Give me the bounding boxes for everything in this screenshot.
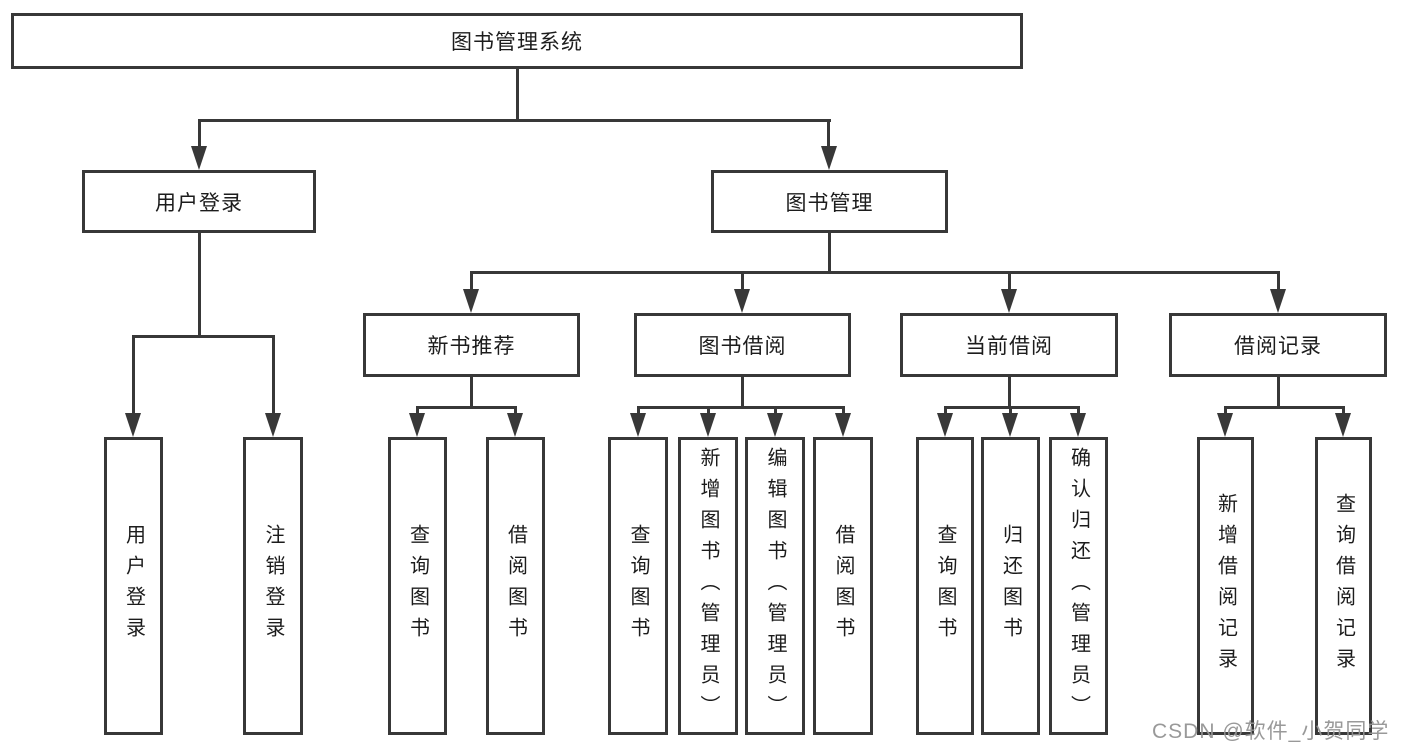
- leaf-label: 编辑图书（管理员）: [764, 446, 786, 726]
- leaf-label: 新增借阅记录: [1214, 493, 1237, 679]
- connector-line: [416, 406, 419, 415]
- leaf-label: 注销登录: [262, 524, 284, 648]
- connector-line: [132, 335, 275, 338]
- connector-line: [1224, 406, 1227, 415]
- connector-line: [1224, 406, 1345, 409]
- leaf-logout: 注销登录: [243, 437, 303, 735]
- connector-line: [470, 271, 1280, 274]
- connector-line: [944, 406, 947, 415]
- node-borrow-records: 借阅记录: [1169, 313, 1387, 377]
- leaf-add-books-admin: 新增图书（管理员）: [678, 437, 738, 735]
- connector-line: [132, 335, 135, 415]
- connector-line: [1008, 377, 1011, 409]
- arrowhead-down-icon: [767, 413, 783, 437]
- leaf-borrow-books-1: 借阅图书: [486, 437, 545, 735]
- leaf-query-books-3: 查询图书: [916, 437, 974, 735]
- connector-line: [707, 406, 710, 415]
- connector-line: [1077, 406, 1080, 415]
- arrowhead-down-icon: [1335, 413, 1351, 437]
- arrowhead-down-icon: [125, 413, 141, 437]
- connector-line: [774, 406, 777, 415]
- leaf-borrow-books-2: 借阅图书: [813, 437, 873, 735]
- leaf-label: 确认归还（管理员）: [1067, 446, 1090, 726]
- leaf-confirm-return-admin: 确认归还（管理员）: [1049, 437, 1108, 735]
- csdn-watermark: CSDN @软件_小贺同学: [1152, 720, 1390, 743]
- arrowhead-down-icon: [191, 146, 207, 170]
- leaf-label: 新增图书（管理员）: [697, 446, 719, 726]
- node-label: 当前借阅: [965, 335, 1053, 358]
- connector-line: [944, 406, 1080, 409]
- arrowhead-down-icon: [1070, 413, 1086, 437]
- connector-line: [470, 271, 473, 293]
- connector-line: [1342, 406, 1345, 415]
- arrowhead-down-icon: [835, 413, 851, 437]
- connector-line: [637, 406, 845, 409]
- node-user-login: 用户登录: [82, 170, 316, 233]
- leaf-label: 借阅图书: [832, 524, 854, 648]
- arrowhead-down-icon: [1001, 289, 1017, 313]
- node-book-management-label: 图书管理: [785, 191, 874, 215]
- connector-line: [637, 406, 640, 415]
- node-label: 新书推荐: [427, 335, 516, 358]
- connector-line: [514, 406, 517, 415]
- connector-line: [828, 233, 831, 274]
- connector-line: [416, 406, 517, 409]
- arrowhead-down-icon: [409, 413, 425, 437]
- leaf-label: 查询图书: [627, 524, 649, 648]
- node-root-label: 图书管理系统: [451, 31, 583, 54]
- node-label: 借阅记录: [1234, 335, 1322, 358]
- arrowhead-down-icon: [507, 413, 523, 437]
- arrowhead-down-icon: [463, 289, 479, 313]
- arrowhead-down-icon: [1217, 413, 1233, 437]
- leaf-label: 借阅图书: [504, 524, 527, 648]
- leaf-label: 归还图书: [999, 524, 1022, 648]
- connector-line: [741, 377, 744, 409]
- leaf-label: 查询借阅记录: [1332, 493, 1355, 679]
- connector-line: [1277, 377, 1280, 409]
- leaf-user-login: 用户登录: [104, 437, 163, 735]
- connector-line: [198, 233, 201, 338]
- connector-line: [198, 119, 831, 122]
- connector-line: [470, 377, 473, 409]
- leaf-query-borrow-record: 查询借阅记录: [1315, 437, 1372, 735]
- node-new-book-recommend: 新书推荐: [363, 313, 580, 377]
- leaf-label: 用户登录: [122, 524, 145, 648]
- arrowhead-down-icon: [265, 413, 281, 437]
- node-book-borrow: 图书借阅: [634, 313, 851, 377]
- arrowhead-down-icon: [734, 289, 750, 313]
- arrowhead-down-icon: [700, 413, 716, 437]
- node-root: 图书管理系统: [11, 13, 1023, 69]
- connector-line: [1277, 271, 1280, 293]
- node-current-borrow: 当前借阅: [900, 313, 1118, 377]
- arrowhead-down-icon: [1002, 413, 1018, 437]
- connector-line: [516, 68, 519, 122]
- leaf-edit-books-admin: 编辑图书（管理员）: [745, 437, 805, 735]
- connector-line: [827, 119, 830, 150]
- connector-line: [198, 119, 201, 150]
- leaf-label: 查询图书: [406, 524, 429, 648]
- leaf-add-borrow-record: 新增借阅记录: [1197, 437, 1254, 735]
- node-book-management: 图书管理: [711, 170, 948, 233]
- leaf-return-books: 归还图书: [981, 437, 1040, 735]
- arrowhead-down-icon: [1270, 289, 1286, 313]
- arrowhead-down-icon: [937, 413, 953, 437]
- connector-line: [1009, 406, 1012, 415]
- connector-line: [842, 406, 845, 415]
- arrowhead-down-icon: [821, 146, 837, 170]
- arrowhead-down-icon: [630, 413, 646, 437]
- connector-line: [1008, 271, 1011, 293]
- node-label: 图书借阅: [698, 335, 787, 358]
- node-user-login-label: 用户登录: [155, 191, 243, 215]
- connector-line: [741, 271, 744, 293]
- leaf-label: 查询图书: [934, 524, 956, 648]
- leaf-query-books-1: 查询图书: [388, 437, 447, 735]
- connector-line: [272, 335, 275, 415]
- leaf-query-books-2: 查询图书: [608, 437, 668, 735]
